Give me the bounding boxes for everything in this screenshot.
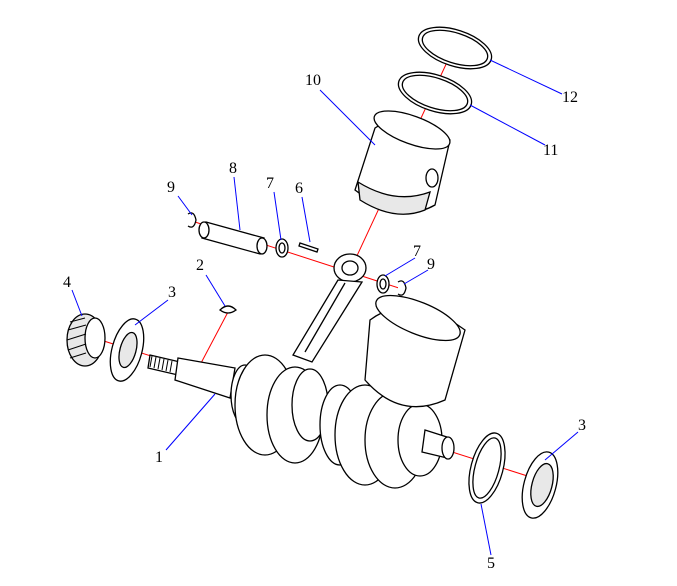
thrust-washer-inner xyxy=(472,437,502,499)
piston-ring-second-inner xyxy=(401,74,469,112)
callout-3-left: 3 xyxy=(168,284,176,301)
washer-hole-left xyxy=(278,242,286,254)
washer-hole-right xyxy=(379,278,387,290)
leader-lines xyxy=(71,59,579,556)
needle-pin xyxy=(298,242,319,253)
piston-pin xyxy=(198,221,268,255)
callout-9-left: 9 xyxy=(167,179,175,196)
callout-2: 2 xyxy=(196,257,204,274)
callout-12: 12 xyxy=(562,89,578,106)
callout-8: 8 xyxy=(229,160,237,177)
callout-3-right: 3 xyxy=(578,417,586,434)
woodruff-key xyxy=(219,305,237,314)
callout-10: 10 xyxy=(305,72,321,89)
circlip-left xyxy=(187,212,197,228)
callout-11: 11 xyxy=(543,142,559,159)
callout-7-left: 7 xyxy=(266,175,274,192)
callout-9-right: 9 xyxy=(427,256,435,273)
oil-seal xyxy=(66,313,106,367)
callout-4: 4 xyxy=(63,274,71,291)
callout-1: 1 xyxy=(155,449,163,466)
circlip-right xyxy=(397,280,407,296)
bearing-plate-right xyxy=(521,451,559,519)
connecting-rod xyxy=(292,253,367,363)
piston xyxy=(354,110,451,215)
callout-6: 6 xyxy=(295,180,303,197)
callout-5: 5 xyxy=(487,555,495,572)
callout-7-right: 7 xyxy=(413,243,421,260)
piston-ring-top-inner xyxy=(421,29,489,67)
bearing-plate-left xyxy=(109,318,145,382)
crankshaft xyxy=(147,294,466,489)
